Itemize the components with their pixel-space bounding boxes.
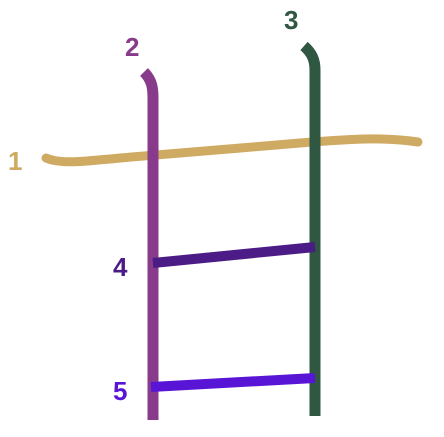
- stroke-2-path: [139, 68, 159, 420]
- stroke-1-label: 1: [8, 146, 22, 176]
- stroke-3-label: 3: [284, 5, 298, 35]
- stroke-3-path: [300, 41, 321, 416]
- stroke-4-path: [152, 242, 316, 268]
- stroke-2-label: 2: [125, 32, 139, 62]
- stroke-1-path: [41, 134, 423, 167]
- stroke-4-label: 4: [113, 252, 128, 282]
- stroke-5-path: [150, 373, 316, 392]
- stroke-5-label: 5: [113, 376, 127, 406]
